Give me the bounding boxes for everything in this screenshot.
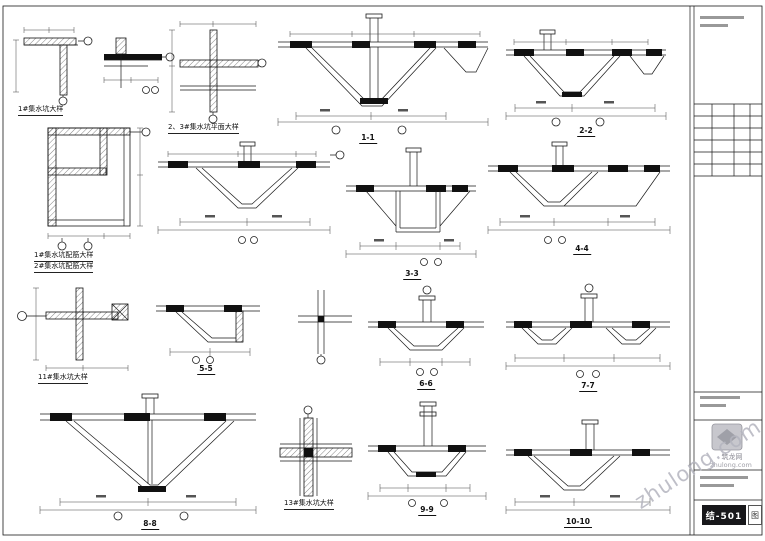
detail-wide-pit-section: [277, 13, 489, 135]
detail-pit-section-mid: [345, 147, 477, 266]
detail-pit-section-right: [505, 29, 667, 127]
sheet-number: 结-501: [702, 505, 746, 525]
detail-sump-plan: [169, 21, 267, 124]
detail-caption: 1#集水坑大样: [18, 105, 64, 116]
detail-caption: 1#集水坑配筋大样: [34, 251, 94, 262]
detail-pit-section-2: [157, 141, 345, 244]
title-block-linework: [694, 16, 762, 501]
sheet-frame: [2, 5, 763, 536]
logo-domain: zhulong.com: [710, 461, 752, 469]
detail-caption: 11#集水坑大样: [38, 373, 88, 384]
detail-caption: 2、3#集水坑平面大样: [168, 123, 239, 134]
detail-wall-section: [103, 37, 175, 94]
detail-pit-section-3b: [368, 285, 484, 376]
detail-pit-section-4b: [505, 419, 671, 514]
detail-corner-wall-plan: [13, 27, 93, 106]
detail-corner-wall-plan-2: [17, 287, 129, 371]
section-mark: 2-2: [577, 126, 595, 137]
detail-pit-section-3a: [156, 305, 260, 364]
detail-big-pit-section: [39, 393, 257, 521]
stamp-label: 图: [748, 505, 762, 525]
section-mark: 3-3: [403, 269, 421, 280]
detail-wall-cross: [279, 405, 353, 497]
logo-name: 筑龙网: [721, 453, 743, 461]
section-mark: 1-1: [359, 133, 377, 144]
detail-pit-section-4a: [367, 401, 487, 507]
detail-pit-section-wide-2: [487, 141, 671, 244]
detail-sump-plan-2: [47, 127, 151, 251]
detail-key-plan: [298, 290, 352, 365]
zhulong-logo-icon: [711, 423, 743, 451]
section-mark: 6-6: [417, 379, 435, 390]
detail-twin-pit-section: [505, 283, 671, 378]
detail-caption: 2#集水坑配筋大样: [34, 262, 94, 273]
section-mark: 9-9: [418, 505, 436, 516]
section-mark: 10-10: [564, 517, 592, 528]
detail-caption: 13#集水坑大样: [284, 499, 334, 510]
section-mark: 5-5: [197, 364, 215, 375]
section-mark: 7-7: [579, 381, 597, 392]
section-mark: 4-4: [573, 244, 591, 255]
section-mark: 8-8: [141, 519, 159, 530]
